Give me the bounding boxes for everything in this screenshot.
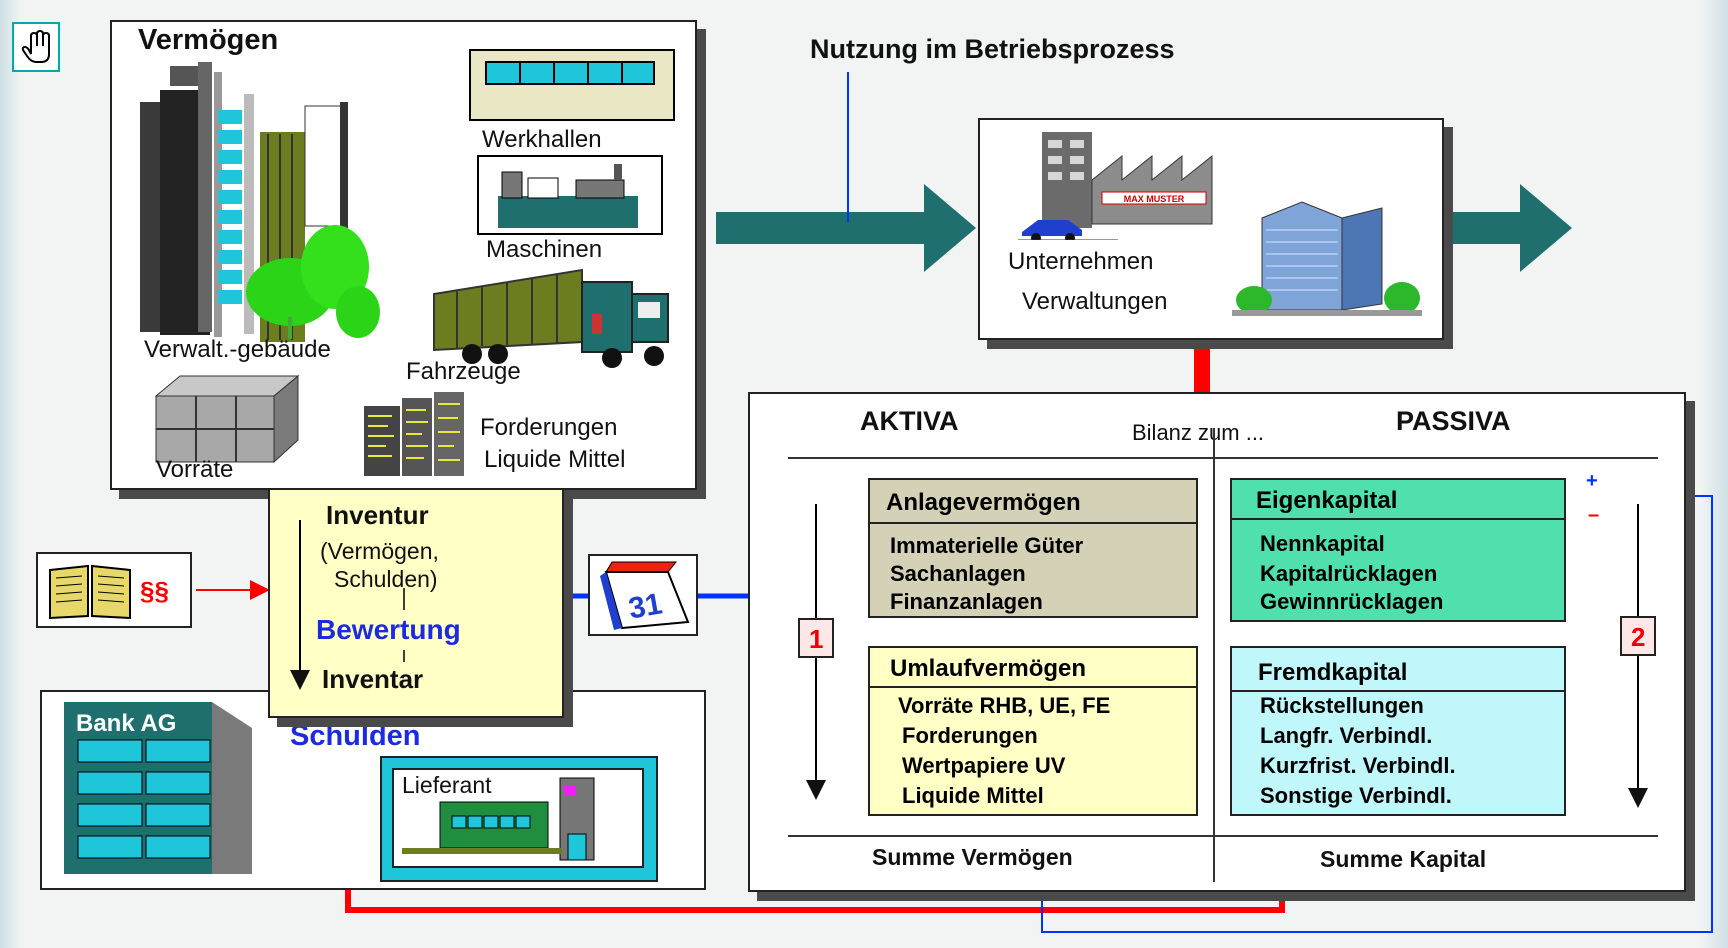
aktiva-label: AKTIVA (860, 406, 959, 436)
lieferant-building-icon (402, 777, 595, 861)
umlaufvermoegen-header: Umlaufvermögen (890, 655, 1087, 682)
inventur-title: Inventur (326, 500, 429, 530)
company-bilanz-link (1194, 340, 1210, 396)
hand-pointer-glyph (21, 29, 50, 63)
maschinen-label: Maschinen (486, 236, 603, 263)
anlage-item-2: Sachanlagen (890, 561, 1026, 586)
printout-icon (364, 392, 464, 476)
verwaltungen-label: Verwaltungen (1022, 288, 1168, 315)
umlauf-item-1: Vorräte RHB, UE, FE (898, 693, 1111, 718)
bank-building-icon (64, 702, 252, 874)
fahrzeuge-label: Fahrzeuge (406, 358, 521, 385)
bank-label: Bank AG (76, 710, 177, 737)
plus-sign: + (1586, 470, 1598, 492)
anlage-item-1: Immaterielle Güter (890, 533, 1084, 558)
inventur-panel (268, 488, 564, 718)
truck-icon (433, 268, 669, 368)
bewertung-label: Bewertung (316, 614, 461, 645)
fremd-item-1: Rückstellungen (1260, 693, 1424, 718)
calendar-day: 31 (626, 587, 665, 625)
fremd-item-4: Sonstige Verbindl. (1260, 783, 1452, 808)
eigen-item-2: Kapitalrücklagen (1260, 561, 1438, 586)
teal-arrow-out (1446, 184, 1572, 272)
fremdkapital-box: Fremdkapital Rückstellungen Langfr. Verb… (1230, 646, 1566, 816)
vermoegen-title: Vermögen (138, 24, 279, 56)
verwaltungsgebaeude-label: Verwalt.-gebäude (144, 336, 331, 363)
summe-kapital-label: Summe Kapital (1320, 846, 1487, 872)
marker-2-label: 2 (1631, 622, 1646, 652)
anlagevermoegen-box: Anlagevermögen Immaterielle Güter Sachan… (868, 478, 1198, 618)
maschinen-icon (477, 155, 663, 235)
umlauf-item-3: Wertpapiere UV (902, 753, 1066, 778)
anlagevermoegen-header: Anlagevermögen (886, 489, 1081, 516)
hand-pointer-icon[interactable] (12, 22, 60, 72)
umlauf-item-2: Forderungen (902, 723, 1038, 748)
bilanz-title: Bilanz zum ... (1132, 420, 1265, 445)
lieferant-label: Lieferant (402, 772, 492, 798)
calendar-icon: 31 (600, 561, 690, 630)
anlage-item-3: Finanzanlagen (890, 589, 1043, 614)
factory-sign: MAX MUSTER (1124, 194, 1185, 204)
calendar-panel: 31 (588, 554, 698, 636)
minus-sign: – (1588, 504, 1600, 526)
eigenkapital-box: Eigenkapital Nennkapital Kapitalrücklage… (1230, 478, 1566, 622)
factory-icon: MAX MUSTER (1018, 132, 1213, 240)
inventur-flow-arrow (290, 520, 405, 690)
forderungen-label: Forderungen (480, 414, 618, 441)
schulden-title: Schulden (290, 720, 421, 752)
summe-vermoegen-label: Summe Vermögen (872, 844, 1073, 870)
inventur-sub1: (Vermögen, (320, 538, 439, 564)
teal-arrow-to-company (716, 184, 976, 272)
inventur-sub2: Schulden) (334, 566, 438, 592)
liquide-mittel-label: Liquide Mittel (484, 446, 626, 473)
marker-1-label: 1 (809, 624, 824, 654)
law-book-panel: §§ (36, 552, 192, 628)
skyscraper-icon (1232, 201, 1422, 316)
umlaufvermoegen-box: Umlaufvermögen Vorräte RHB, UE, FE Forde… (868, 646, 1198, 816)
unternehmen-label: Unternehmen (1008, 248, 1154, 275)
vorraete-label: Vorräte (156, 456, 234, 483)
werkhallen-icon (469, 49, 675, 121)
fremd-item-3: Kurzfrist. Verbindl. (1260, 753, 1456, 778)
marker-2: 2 (1620, 616, 1656, 656)
eigenkapital-header: Eigenkapital (1256, 487, 1398, 514)
law-book-icon (49, 564, 131, 620)
passiva-label: PASSIVA (1396, 406, 1511, 436)
bilanz-lines (788, 428, 1658, 882)
nutzung-title: Nutzung im Betriebsprozess (810, 34, 1175, 64)
eigen-item-3: Gewinnrücklagen (1260, 589, 1444, 614)
fremd-item-2: Langfr. Verbindl. (1260, 723, 1433, 748)
eigen-item-1: Nennkapital (1260, 531, 1385, 556)
werkhallen-label: Werkhallen (482, 126, 602, 153)
vorraete-boxes-icon (154, 374, 300, 464)
law-symbol: §§ (140, 576, 169, 606)
inventar-label: Inventar (322, 664, 424, 694)
fremdkapital-header: Fremdkapital (1258, 659, 1408, 686)
office-building-icon (140, 62, 380, 342)
umlauf-item-4: Liquide Mittel (902, 783, 1044, 808)
marker-1: 1 (798, 618, 834, 658)
